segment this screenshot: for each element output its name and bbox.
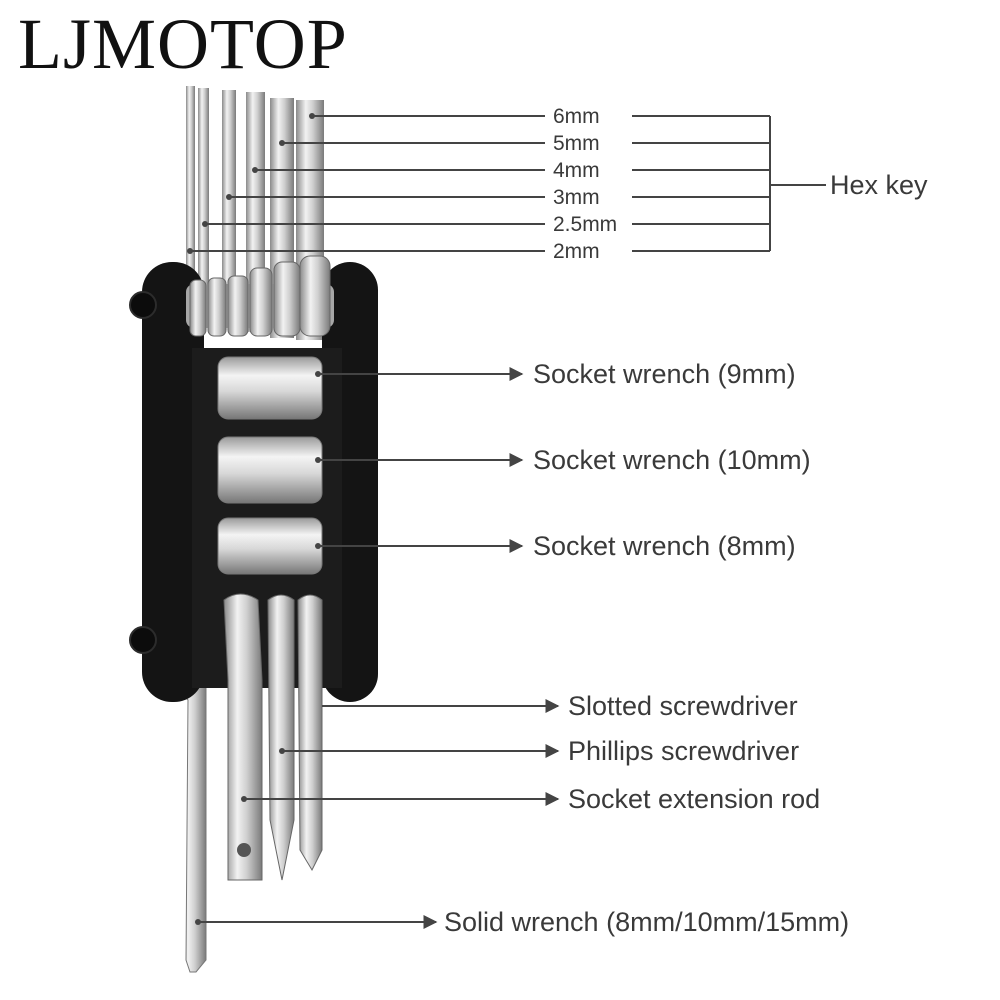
hex-key-2mm — [186, 86, 195, 326]
slotted-screwdriver — [297, 594, 323, 872]
hex-size-label: 3mm — [553, 186, 600, 209]
hex-size-label: 6mm — [553, 105, 600, 128]
socket-9mm — [217, 356, 323, 420]
hex-key-2.5mm — [198, 88, 209, 328]
slotted-screwdriver-label: Slotted screwdriver — [568, 691, 798, 721]
sockets — [217, 356, 323, 575]
socket-extension-rod — [223, 593, 263, 881]
hex-key-3mm — [222, 90, 236, 330]
hex-size-label: 4mm — [553, 159, 600, 182]
hex-size-label: 2.5mm — [553, 213, 617, 236]
tool-leaders — [195, 367, 560, 929]
socket-10mm-label: Socket wrench (10mm) — [533, 445, 811, 475]
solid-wrench-label: Solid wrench (8mm/10mm/15mm) — [444, 907, 849, 937]
hex-size-label: 5mm — [553, 132, 600, 155]
phillips-screwdriver-label: Phillips screwdriver — [568, 736, 799, 766]
brand-logo-text: LJMOTOP — [18, 4, 348, 84]
hex-size-label: 2mm — [553, 240, 600, 263]
socket-8mm — [217, 517, 323, 575]
bottom-tools — [223, 593, 323, 881]
socket-extension-rod-label: Socket extension rod — [568, 784, 820, 814]
socket-9mm-label: Socket wrench (9mm) — [533, 359, 796, 389]
phillips-screwdriver — [267, 594, 295, 881]
tool-labels: Socket wrench (9mm) Socket wrench (10mm)… — [444, 359, 849, 937]
socket-10mm — [217, 436, 323, 504]
hex-key-group-label: Hex key — [830, 170, 928, 200]
hex-key-labels: 6mm 5mm 4mm 3mm 2.5mm 2mm Hex key — [553, 105, 928, 263]
socket-8mm-label: Socket wrench (8mm) — [533, 531, 796, 561]
hex-key-leaders — [187, 113, 826, 254]
